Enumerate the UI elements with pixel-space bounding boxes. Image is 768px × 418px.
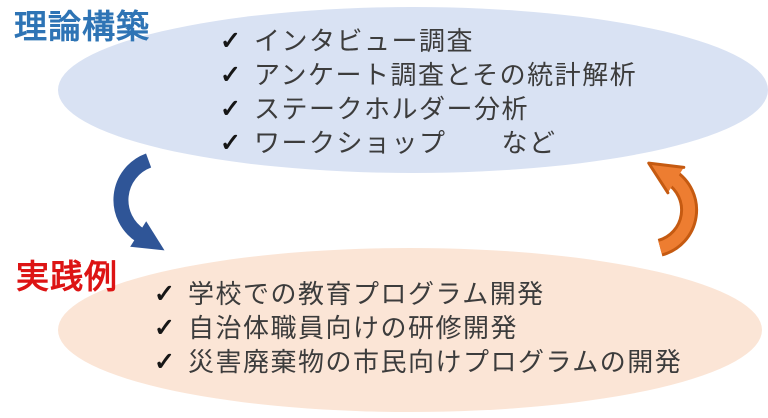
theory-checklist: ✓ インタビュー調査 ✓ アンケート調査とその統計解析 ✓ ステークホルダー分析…	[220, 25, 637, 161]
list-item-text: アンケート調査とその統計解析	[254, 60, 638, 90]
list-item: ✓ ワークショップ など	[220, 127, 637, 161]
curved-arrow-down-icon	[113, 153, 165, 251]
list-item-text: インタビュー調査	[254, 26, 475, 56]
check-icon: ✓	[154, 280, 175, 308]
list-item: ✓ 災害廃棄物の市民向けプログラムの開発	[154, 346, 682, 380]
check-icon: ✓	[220, 61, 241, 89]
list-item-text: 災害廃棄物の市民向けプログラムの開発	[188, 347, 683, 377]
check-icon: ✓	[220, 95, 241, 123]
theory-ellipse	[58, 7, 768, 173]
check-icon: ✓	[220, 129, 241, 157]
practice-ellipse	[58, 248, 762, 412]
curved-arrow-up-icon	[647, 161, 699, 257]
list-item-text: 学校での教育プログラム開発	[188, 279, 545, 309]
list-item-text: 自治体職員向けの研修開発	[188, 313, 519, 343]
list-item-text: ワークショップ など	[254, 128, 557, 158]
practice-label: 実践例	[16, 258, 118, 295]
check-icon: ✓	[154, 348, 175, 376]
list-item: ✓ アンケート調査とその統計解析	[220, 59, 637, 93]
list-item: ✓ ステークホルダー分析	[220, 93, 637, 127]
check-icon: ✓	[220, 27, 241, 55]
list-item: ✓ 学校での教育プログラム開発	[154, 278, 682, 312]
list-item: ✓ インタビュー調査	[220, 25, 637, 59]
theory-label: 理論構築	[14, 8, 150, 45]
list-item-text: ステークホルダー分析	[254, 94, 530, 124]
practice-checklist: ✓ 学校での教育プログラム開発 ✓ 自治体職員向けの研修開発 ✓ 災害廃棄物の市…	[154, 278, 682, 380]
check-icon: ✓	[154, 314, 175, 342]
list-item: ✓ 自治体職員向けの研修開発	[154, 312, 682, 346]
